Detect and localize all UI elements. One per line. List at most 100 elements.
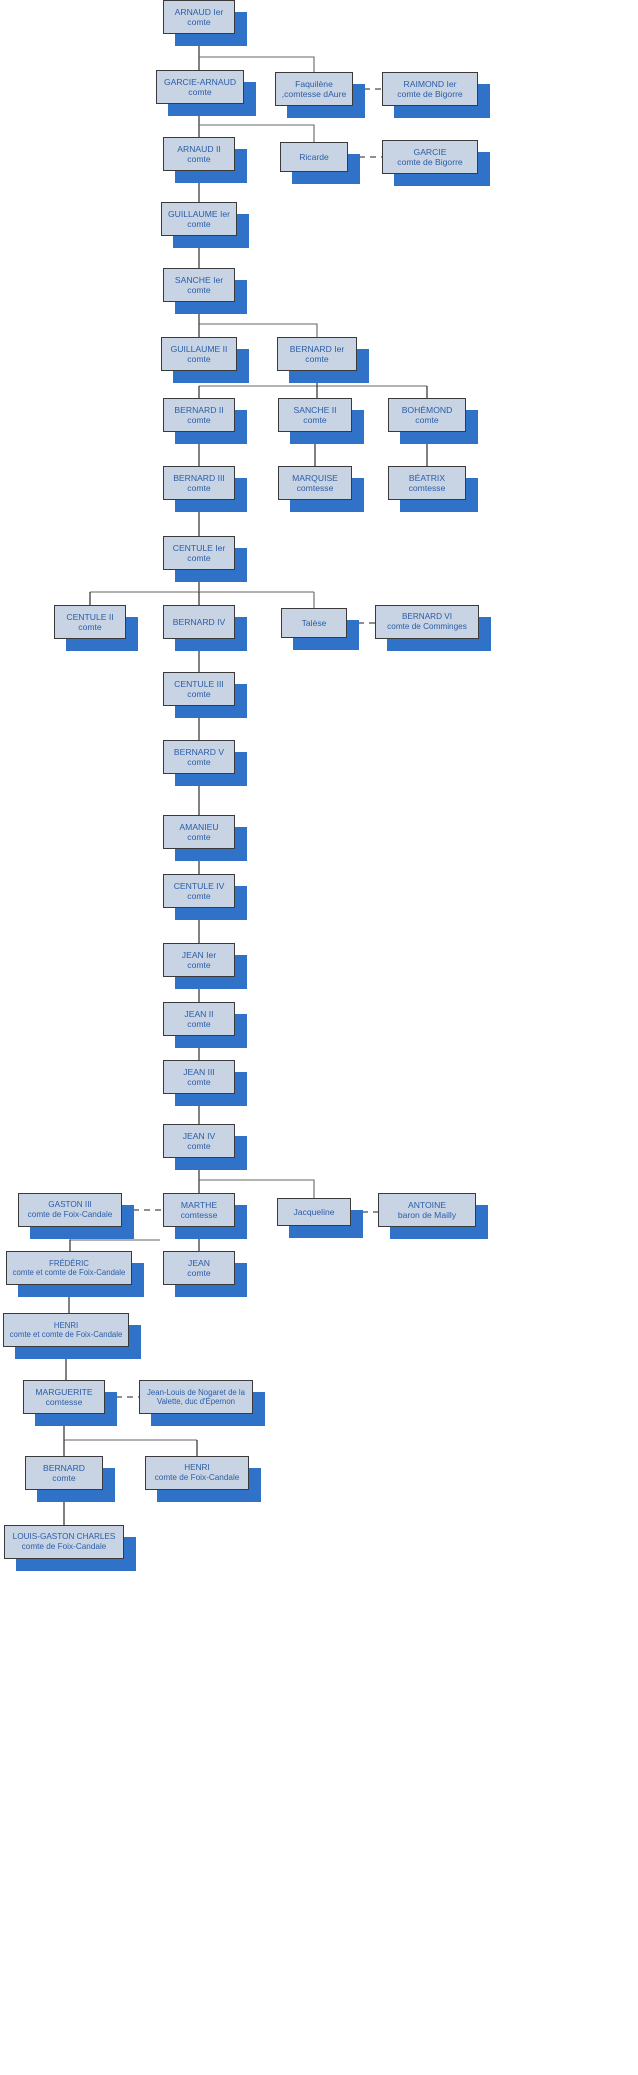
node-name: LOUIS-GASTON CHARLES [12,1532,116,1542]
node-name: BERNARD V [173,746,225,757]
node-name: ARNAUD II [177,143,221,154]
tree-node-faquilene[interactable]: Faquilène,comtesse dAure [275,72,353,106]
node-name: CENTULE IV [173,880,225,891]
node-title: ,comtesse dAure [281,89,347,99]
node-name: GUILLAUME Ier [167,208,231,219]
node-name: BERNARD IV [172,616,226,627]
node-title: comte de Bigorre [397,89,463,99]
tree-node-talese[interactable]: Talèse [281,608,347,638]
node-title: comtesse [180,1210,218,1220]
node-name: GUILLAUME II [170,343,228,354]
node-name: CENTULE Ier [172,542,226,553]
node-name: JEAN II [184,1008,214,1019]
node-title: baron de Mailly [397,1210,457,1220]
node-name: Ricarde [299,151,329,162]
tree-node-ricarde[interactable]: Ricarde [280,142,348,172]
node-name: FRÉDÉRIC [49,1258,89,1268]
node-title: comte [187,1141,211,1151]
node-title: comte [187,1268,211,1278]
node-title: comte [187,832,211,842]
node-name: HENRI [184,1463,210,1473]
node-name: AMANIEU [179,821,219,832]
node-title: comte [187,1019,211,1029]
node-name: GASTON III [48,1200,92,1210]
node-name: BERNARD VI [401,612,453,622]
node-name: GARCIE [413,146,447,157]
node-title: Valette, duc d'Épernon [156,1397,236,1406]
node-title: comte [305,354,329,364]
node-title: comte [78,622,102,632]
node-title: comte [303,415,327,425]
node-title: comte [187,689,211,699]
node-title: comte [187,219,211,229]
node-name: BERNARD [42,1462,86,1473]
tree-node-bernard4[interactable]: BERNARD IV [163,605,235,639]
node-title: comte de Foix-Candale [21,1542,107,1551]
node-name: CENTULE III [174,678,224,689]
node-name: MARTHE [180,1199,218,1210]
node-title: comte [415,415,439,425]
node-name: ARNAUD Ier [174,6,224,17]
node-name: JEAN III [183,1066,215,1077]
node-title: comte [187,891,211,901]
node-title: comte [187,960,211,970]
node-name: ANTOINE [407,1199,447,1210]
node-title: comte [187,483,211,493]
node-title: comte [188,87,212,97]
node-name: SANCHE Ier [174,274,224,285]
node-title: comte [187,17,211,27]
node-title: comte [187,415,211,425]
node-title: comte [187,285,211,295]
node-title: comtesse [45,1397,83,1407]
node-name: BÉATRIX [408,472,446,483]
node-name: CENTULE II [66,611,114,622]
node-title: comtesse [296,483,334,493]
node-name: BERNARD II [174,404,224,415]
node-name: JEAN [188,1257,210,1268]
node-name: MARGUERITE [35,1386,93,1397]
node-name: Faquilène [295,78,333,89]
node-name: BOHÉMOND [401,404,453,415]
node-name: SANCHE II [293,404,337,415]
node-name: MARQUISE [292,472,338,483]
tree-node-jacqueline[interactable]: Jacqueline [277,1198,351,1226]
